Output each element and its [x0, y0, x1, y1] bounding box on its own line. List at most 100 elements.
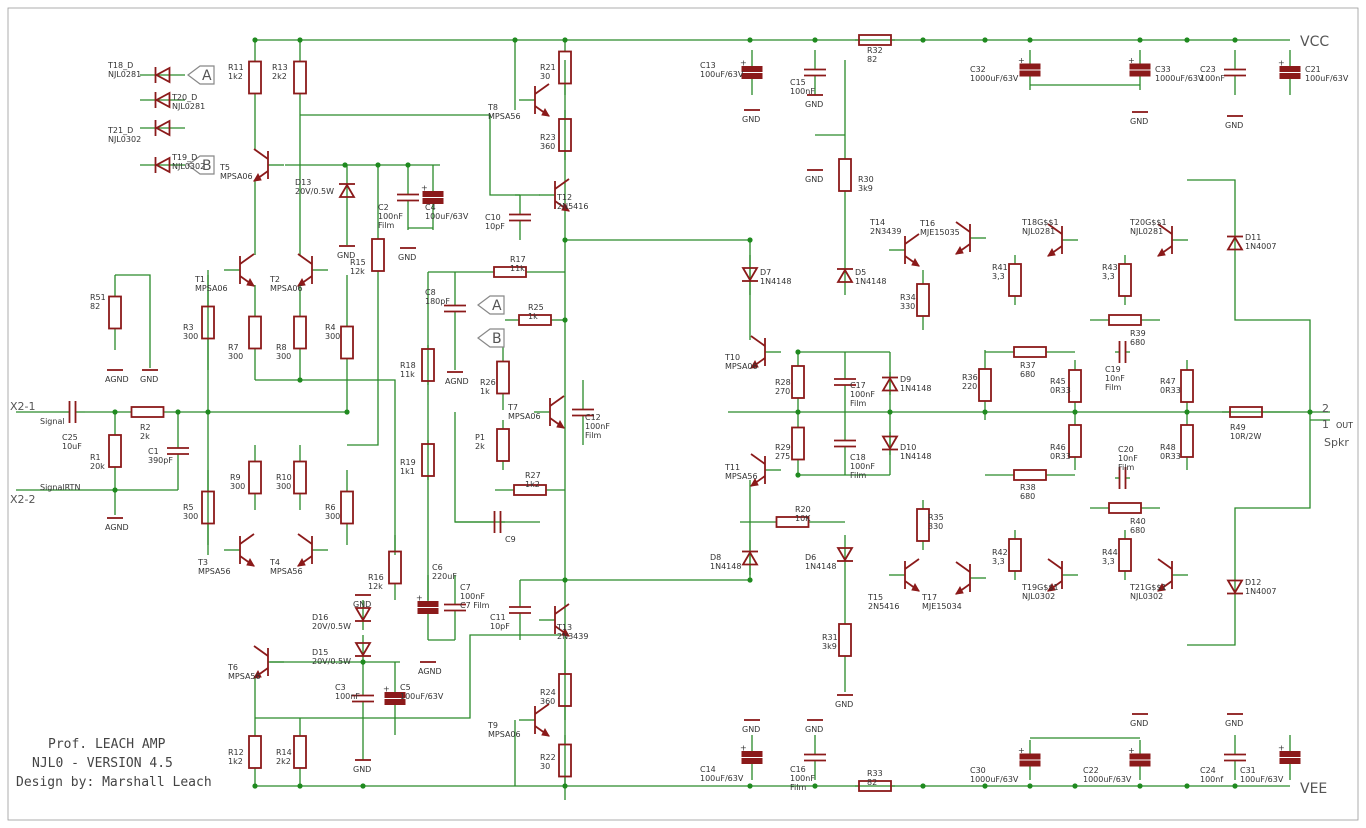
junction-dot: [1137, 37, 1143, 43]
emitter-arrow: [911, 582, 920, 592]
label-r44-value: 3,3: [1102, 557, 1115, 566]
resistor-r14: [293, 735, 307, 769]
label-t2-value: MPSA06: [270, 284, 303, 293]
polarity-mark: +: [416, 594, 423, 603]
label-c8-value: 180pF: [425, 297, 450, 306]
label-r13-value: 2k2: [272, 72, 287, 81]
label-t19d-ref: T19_D: [171, 153, 197, 162]
transistor-collector: [297, 253, 313, 265]
emitter-arrow: [1157, 582, 1166, 592]
label-r34-ref: R34: [900, 293, 916, 302]
ground-label: GND: [353, 765, 371, 774]
label-r43-ref: R43: [1102, 263, 1118, 272]
label-d10-ref: D10: [900, 443, 916, 452]
label-r46-ref: R46: [1050, 443, 1066, 452]
label-r2-ref: R2: [140, 423, 151, 432]
label-r12-ref: R12: [228, 748, 244, 757]
label-r42-ref: R42: [992, 548, 1008, 557]
label-t11-value: MPSA56: [725, 472, 758, 481]
label-r1-value: 20k: [90, 462, 105, 471]
label-r51-value: 82: [90, 302, 100, 311]
resistor-r16: [388, 550, 402, 585]
label-r23-value: 360: [540, 142, 555, 151]
emitter-arrow: [541, 727, 550, 737]
transistor-collector: [1157, 558, 1173, 570]
label-c31-ref: C31: [1240, 766, 1256, 775]
label-d5-value: 1N4148: [855, 277, 886, 286]
junction-dot: [205, 409, 211, 415]
diode-d8: [741, 550, 759, 566]
label-r9-ref: R9: [230, 473, 241, 482]
emitter-arrow: [253, 669, 262, 679]
label-d13-ref: D13: [295, 178, 311, 187]
label-r38-value: 680: [1020, 492, 1035, 501]
capacitor-c32: [1019, 63, 1041, 70]
junction-dot: [1137, 783, 1143, 789]
transistor-collector: [239, 533, 255, 545]
transistor-collector: [534, 703, 550, 715]
junction-dot: [375, 162, 381, 168]
resistor-r48: [1180, 424, 1194, 458]
label-r48-value: 0R33: [1160, 452, 1181, 461]
resistor-r40: [1108, 502, 1142, 514]
transistor-collector: [253, 148, 269, 160]
label-c5-value: 100uF/63V: [400, 692, 444, 701]
transistor-collector: [955, 561, 971, 573]
diode-d13: [338, 183, 356, 198]
label-c30-ref: C30: [970, 766, 986, 775]
label-r9-value: 300: [230, 482, 245, 491]
label-r35-value: 330: [928, 522, 943, 531]
label-t9-ref: T9: [487, 721, 498, 730]
junction-dot: [920, 783, 926, 789]
label-r25-value: 1k: [528, 312, 538, 321]
emitter-arrow: [1157, 247, 1166, 257]
capacitor-plate: [1129, 760, 1151, 767]
label-d6-value: 1N4148: [805, 562, 836, 571]
ground-label: GND: [1130, 719, 1148, 728]
resistor-r34: [916, 283, 930, 317]
label-t20-ref: T20G$$1: [1129, 218, 1167, 227]
emitter-arrow: [561, 627, 570, 637]
capacitor-c13: [741, 66, 763, 72]
junctions-layer: [112, 37, 1313, 789]
capacitor-plate: [741, 73, 763, 79]
resistor-r33: [858, 780, 892, 792]
label-r42-value: 3,3: [992, 557, 1005, 566]
capacitor-c6: [417, 601, 439, 607]
label-r37-value: 680: [1020, 370, 1035, 379]
label-c24-ref: C24: [1200, 766, 1216, 775]
diode-d7: [741, 267, 759, 282]
ground-label: GND: [835, 700, 853, 709]
label-r16-value: 12k: [368, 582, 383, 591]
emitter-arrow: [955, 585, 964, 595]
label-t5-value: MPSA06: [220, 172, 253, 181]
capacitor-c5: [384, 692, 406, 698]
capacitor-plate: [1019, 70, 1041, 77]
label-c19-value: 10nF: [1105, 374, 1125, 383]
label-c16-ref: C16: [790, 765, 806, 774]
junction-dot: [1184, 783, 1190, 789]
label-r47-value: 0R33: [1160, 386, 1181, 395]
label-r32-ref: R32: [867, 46, 883, 55]
diode-t20d: [154, 91, 171, 109]
wire: [300, 114, 540, 196]
wire: [115, 274, 151, 368]
junction-dot: [405, 162, 411, 168]
label-t3-value: MPSA56: [198, 567, 231, 576]
label-r49-value: 10R/2W: [1230, 432, 1262, 441]
label-r47-ref: R47: [1160, 377, 1176, 386]
emitter-arrow: [750, 477, 759, 487]
wire: [255, 379, 396, 555]
label-r35-ref: R35: [928, 513, 944, 522]
capacitor-plate: [1019, 760, 1041, 767]
junction-dot: [360, 783, 366, 789]
label-r51-ref: R51: [90, 293, 106, 302]
label-r7-value: 300: [228, 352, 243, 361]
resistor-r3: [201, 305, 215, 340]
label-c17-extra: Film: [850, 399, 866, 408]
transistor-collector: [904, 233, 920, 245]
label-t18d-value: NJL0281: [108, 70, 141, 79]
emitter-arrow: [1047, 247, 1056, 257]
label-c33-ref: C33: [1155, 65, 1171, 74]
junction-dot: [812, 37, 818, 43]
